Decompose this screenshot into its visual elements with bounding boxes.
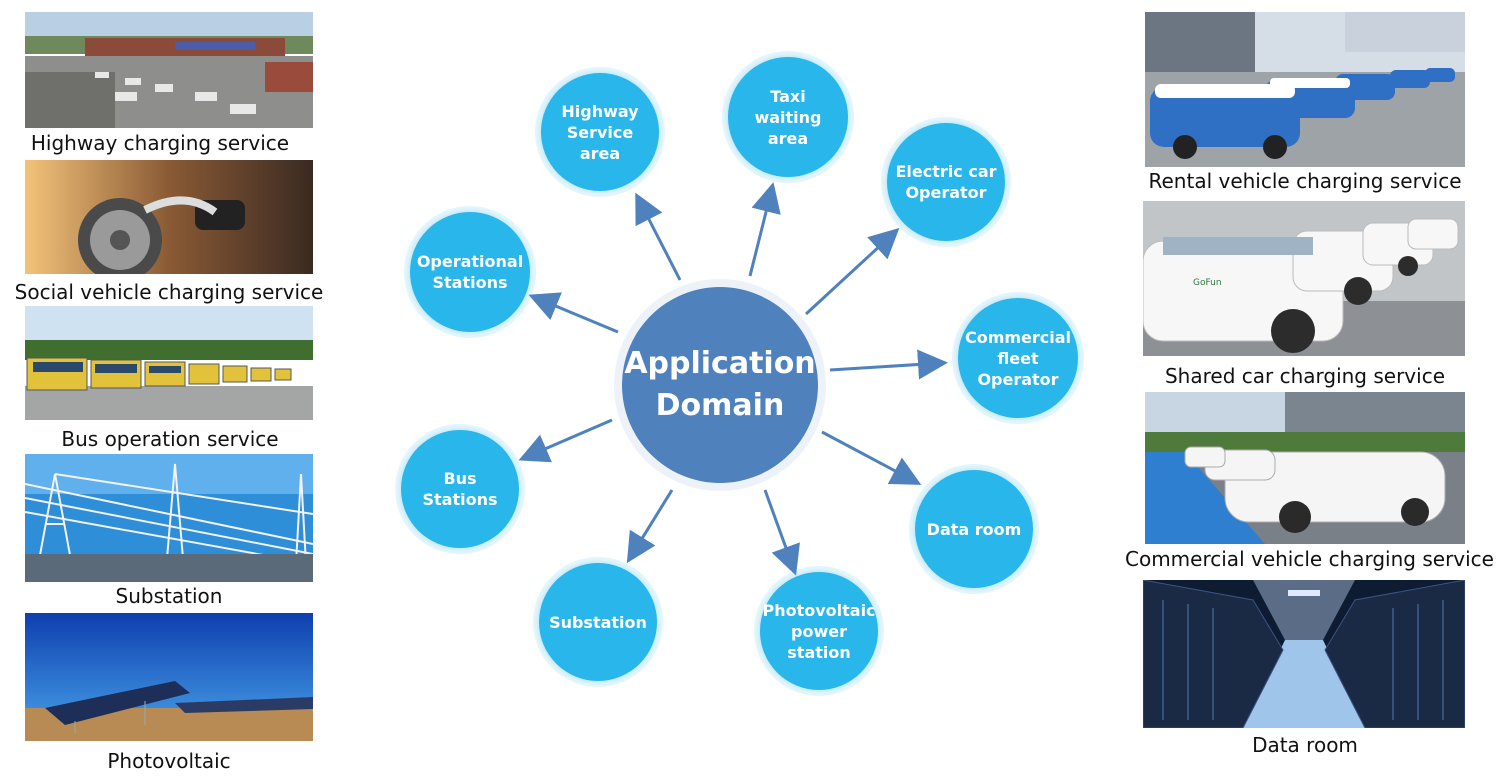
arrow-taxi-waiting-area — [748, 182, 781, 277]
node-photovoltaic-power-station: Photovoltaic power station — [760, 572, 878, 690]
photo-data-room — [1143, 580, 1465, 728]
caption-bus-operation: Bus operation service — [61, 427, 279, 451]
caption-substation: Substation — [115, 584, 223, 608]
arrow-substation — [626, 489, 674, 564]
caption-rental-vehicle-charging: Rental vehicle charging service — [1148, 169, 1462, 193]
caption-social-vehicle-charging: Social vehicle charging service — [14, 280, 324, 304]
caption-commercial-vehicle-charging: Commercial vehicle charging service — [1125, 547, 1494, 571]
photo-substation — [25, 454, 313, 582]
caption-highway-charging: Highway charging service — [30, 131, 290, 155]
node-substation: Substation — [539, 563, 657, 681]
hub-title-line1: Application — [624, 346, 816, 381]
photo-bus-operation — [25, 306, 313, 420]
arrow-bus-stations — [518, 418, 613, 463]
caption-shared-car-charging: Shared car charging service — [1164, 364, 1446, 388]
node-operational-stations: Operational Stations — [410, 212, 530, 332]
photo-commercial-vehicle-charging — [1145, 392, 1465, 544]
caption-photovoltaic: Photovoltaic — [107, 749, 231, 773]
photo-highway-charging — [25, 12, 313, 128]
arrow-photovoltaic-power-station — [763, 489, 800, 576]
node-bus-stations: Bus Stations — [401, 430, 519, 548]
arrow-highway-service-area — [635, 192, 682, 281]
node-highway-service-area: Highway Service area — [541, 73, 659, 191]
application-domain-hub: Application Domain — [622, 287, 818, 483]
photo-shared-car-charging: GoFun — [1143, 201, 1465, 356]
arrow-operational-stations — [528, 292, 619, 334]
node-commercial-fleet-operator: Commercial fleet Operator — [958, 298, 1078, 418]
arrow-data-room — [821, 430, 922, 485]
caption-data-room: Data room — [1252, 733, 1358, 757]
photo-photovoltaic — [25, 613, 313, 741]
photo-social-vehicle-charging — [25, 160, 313, 274]
node-electric-car-operator: Electric car Operator — [887, 123, 1005, 241]
photo-rental-vehicle-charging — [1145, 12, 1465, 167]
hub-title-line2: Domain — [655, 388, 785, 423]
arrow-commercial-fleet-operator — [829, 349, 948, 380]
arrow-electric-car-operator — [804, 227, 900, 316]
svg-text:GoFun: GoFun — [1193, 278, 1222, 288]
node-taxi-waiting-area: Taxi waiting area — [728, 57, 848, 177]
node-data-room: Data room — [915, 470, 1033, 588]
